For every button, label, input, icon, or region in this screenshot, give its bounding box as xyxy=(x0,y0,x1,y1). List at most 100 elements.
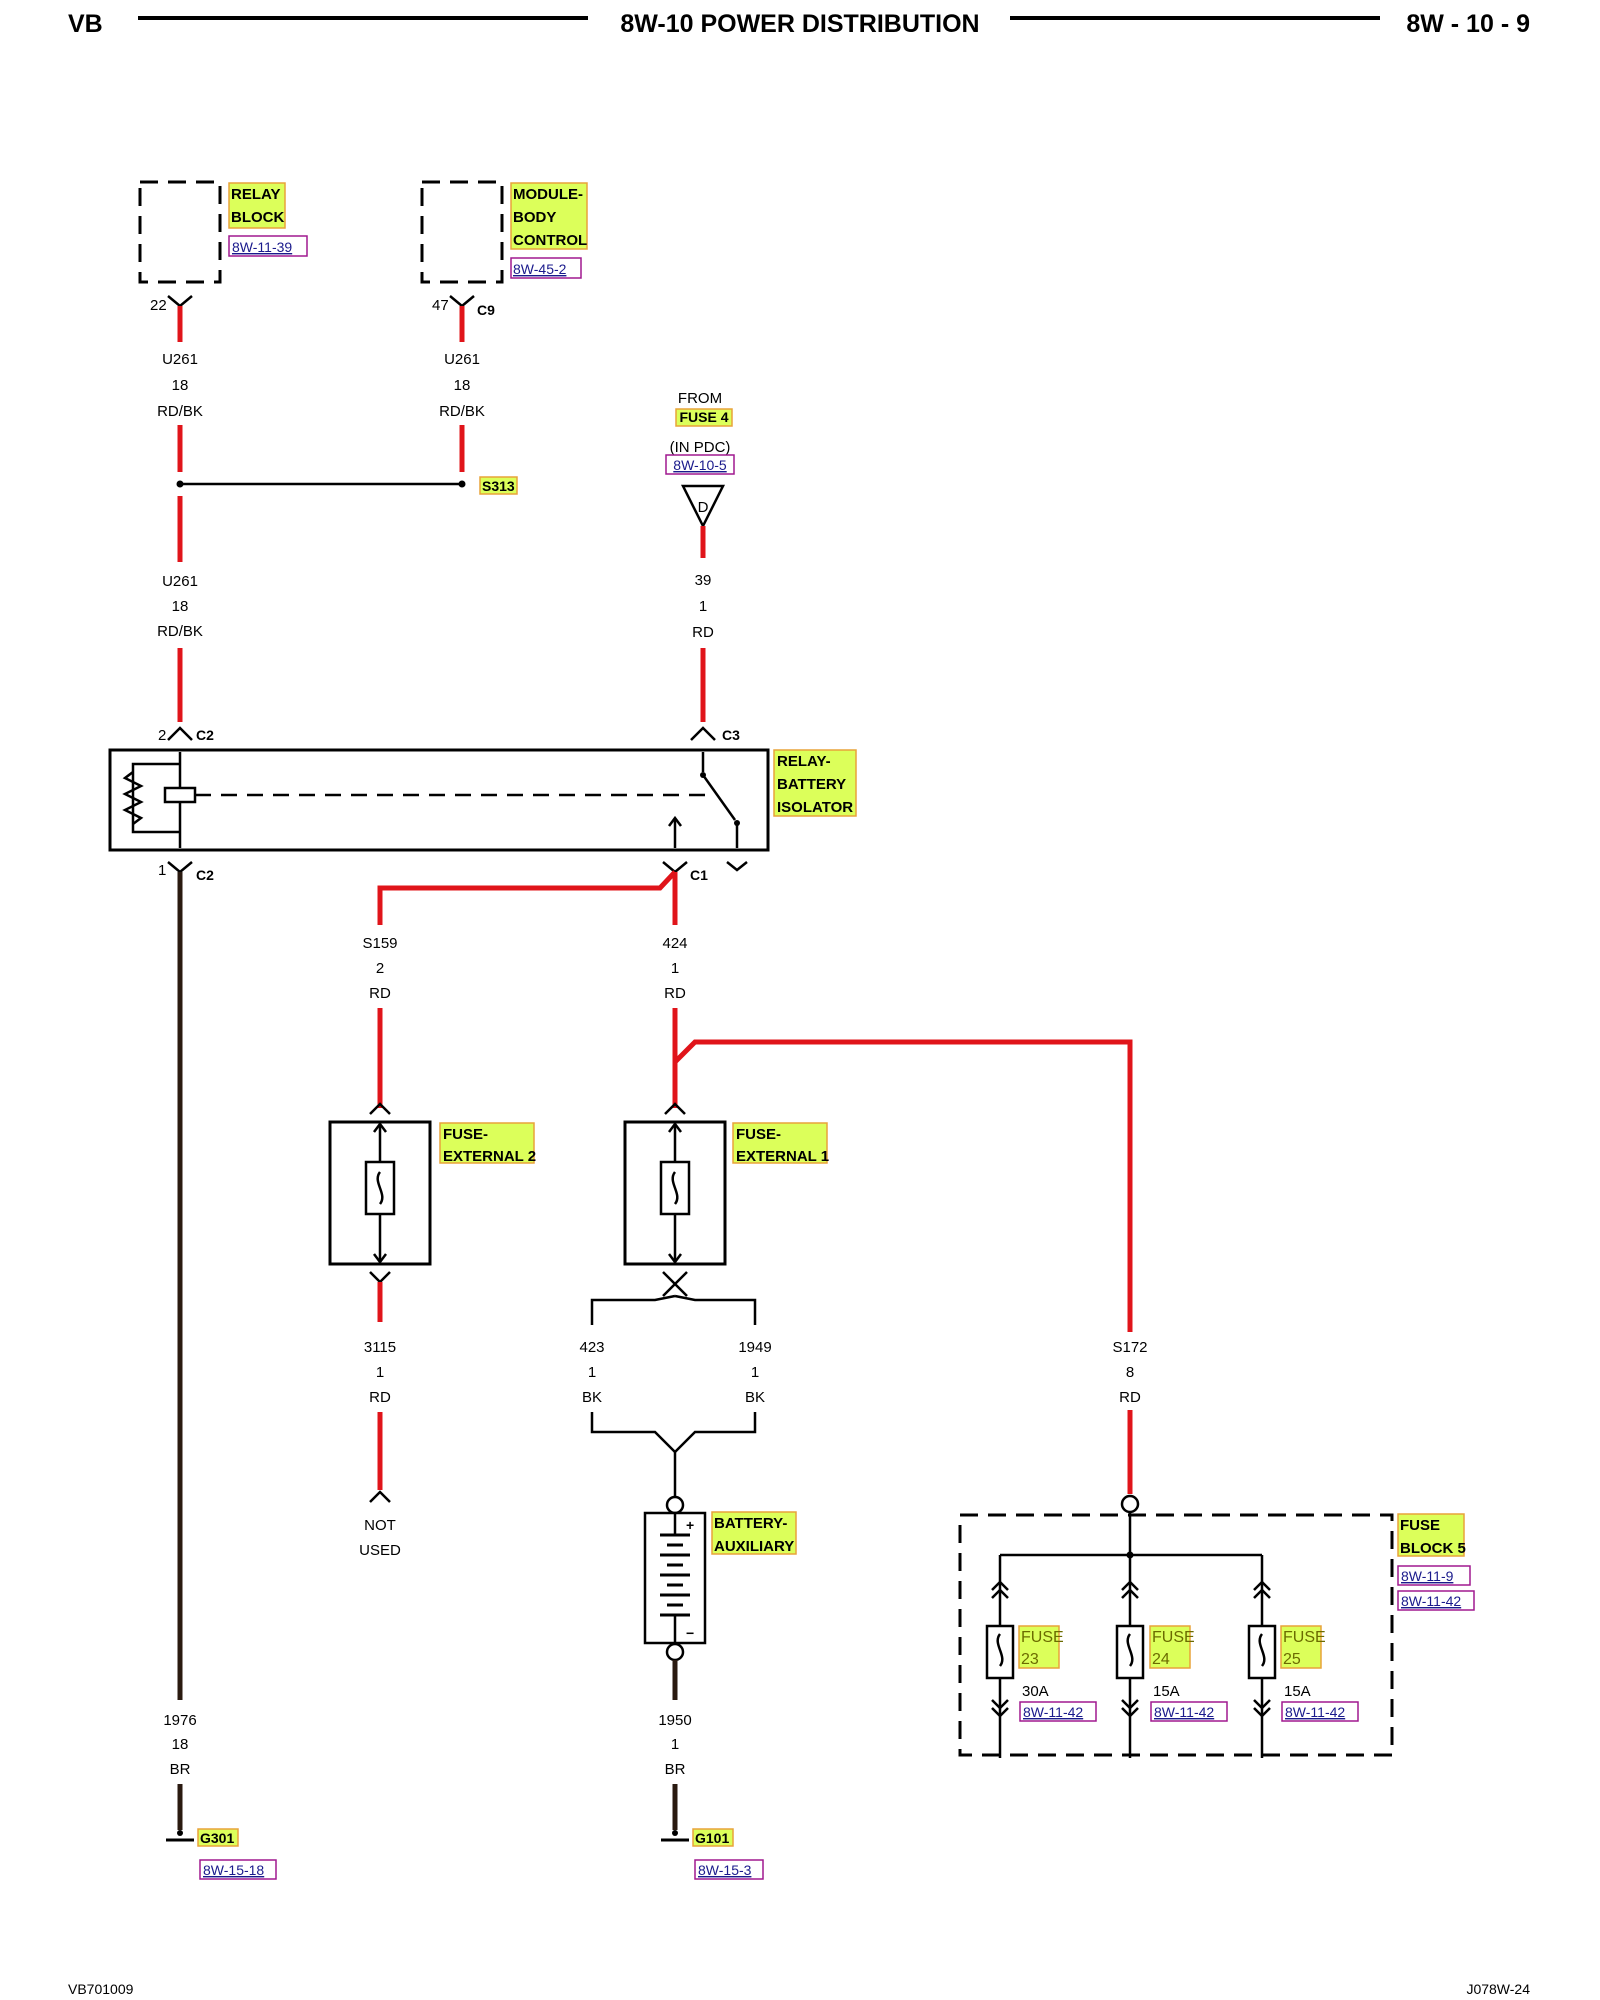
isolator-c1-terminal xyxy=(662,861,688,874)
fuse-ext2-bottom-terminal xyxy=(369,1271,391,1284)
splice-s313-highlight xyxy=(479,476,518,495)
relay-block-ref[interactable]: 8W-11-39 xyxy=(232,239,292,255)
fuse-25-highlight xyxy=(1280,1625,1322,1669)
fuse-external-1[interactable]: FUSE- EXTERNAL 1 xyxy=(623,1102,829,1297)
battery-auxiliary[interactable]: + − BATTERY- AUXILIARY xyxy=(643,1495,797,1662)
ground-g101-ref[interactable]: 8W-15-3 xyxy=(698,1862,752,1878)
fuse-24-highlight xyxy=(1149,1625,1191,1669)
wire-3-circuit: U261 xyxy=(162,573,198,590)
ground-g101-point xyxy=(672,1830,678,1836)
fuse-24-link xyxy=(1126,1633,1134,1667)
isolator-switch-blade xyxy=(701,774,737,821)
fuse-23-highlight xyxy=(1018,1625,1060,1669)
ground-g101-label: G101 xyxy=(695,1830,729,1846)
inline-connector-letter: D xyxy=(698,499,709,516)
fuse-block-5-ref-2[interactable]: 8W-11-42 xyxy=(1401,1593,1461,1609)
fuse-24-ref[interactable]: 8W-11-42 xyxy=(1154,1704,1214,1720)
splice-s313: S313 xyxy=(482,478,515,494)
fuse-external-2[interactable]: FUSE- EXTERNAL 2 xyxy=(328,1102,536,1284)
fuse-block-5-label-1: FUSE xyxy=(1400,1517,1440,1534)
wire-12-circuit: 1950 xyxy=(658,1712,691,1729)
battery-negative-post xyxy=(665,1642,685,1662)
header-title: 8W-10 POWER DISTRIBUTION xyxy=(620,10,979,38)
fuse-ext2-highlight xyxy=(439,1122,535,1164)
from-fuse-ref[interactable]: 8W-10-5 xyxy=(673,457,727,473)
wire-8-color: BK xyxy=(582,1389,602,1406)
isolator-arrow xyxy=(668,815,682,827)
wire-9-color: BK xyxy=(745,1389,765,1406)
fuse-ext1-split-terminal xyxy=(662,1271,688,1297)
fuse-23-ref[interactable]: 8W-11-42 xyxy=(1023,1704,1083,1720)
page-header: VB 8W-10 POWER DISTRIBUTION 8W - 10 - 9 xyxy=(68,10,1530,38)
wire-11-circuit: 1976 xyxy=(163,1712,196,1729)
page-footer: VB701009 J078W-24 xyxy=(68,1981,1530,1997)
battery-label-1: BATTERY- xyxy=(714,1515,787,1532)
ground-g301-ref[interactable]: 8W-15-18 xyxy=(203,1862,264,1878)
isolator-c2-bottom: C2 xyxy=(196,867,214,883)
wire-2-color: RD/BK xyxy=(439,403,485,420)
fuse-ext1-arrow xyxy=(668,1253,682,1265)
wire-4-circuit: 39 xyxy=(695,572,712,589)
fuse-25-num: 25 xyxy=(1283,1651,1301,1668)
isolator-c2-top-terminal xyxy=(167,726,193,741)
module-body-control-label-2: BODY xyxy=(513,209,556,226)
fuse-ext2-link xyxy=(376,1171,384,1205)
module-body-control-ref[interactable]: 8W-45-2 xyxy=(513,261,567,277)
fuse-ext1-arrow xyxy=(668,1121,682,1133)
fuse-25-amps: 15A xyxy=(1284,1683,1311,1700)
wire-6-gauge: 1 xyxy=(671,960,679,977)
wire-6-circuit: 424 xyxy=(662,935,687,952)
isolator-c3: C3 xyxy=(722,727,740,743)
inline-connector-triangle xyxy=(680,484,726,529)
fuse-ext2-arrow xyxy=(373,1121,387,1133)
fuse-24-label: FUSE xyxy=(1152,1629,1195,1646)
module-body-control[interactable]: MODULE- BODY CONTROL 8W-45-2 47 C9 xyxy=(420,180,588,318)
fuse-block-bus-node xyxy=(1126,1551,1134,1559)
connector-c9: C9 xyxy=(477,302,495,318)
fuse-23-amps: 30A xyxy=(1022,1683,1049,1700)
fuse-block-5[interactable]: S172 8 RD FUSE 23 30A 8W-11-42 FUSE 24 1… xyxy=(958,1335,1475,1758)
wire-9-circuit: 1949 xyxy=(738,1339,771,1356)
fuse-23-num: 23 xyxy=(1021,1651,1039,1668)
fuse-24-num: 24 xyxy=(1152,1651,1170,1668)
ground-g101-ref-box xyxy=(694,1859,764,1880)
fuse-ext2-arrow xyxy=(373,1253,387,1265)
fuse-ext1-label-2: EXTERNAL 1 xyxy=(736,1148,829,1165)
fuse-24-top-terminal xyxy=(1121,1580,1139,1599)
module-body-control-highlight xyxy=(510,182,588,250)
ground-g101-branch: 1950 1 BR G101 8W-15-3 xyxy=(658,1660,764,1880)
battery-positive-post xyxy=(665,1495,685,1515)
relay-block-outline xyxy=(138,180,222,284)
relay-block-ref-box xyxy=(228,235,308,257)
isolator-resistor xyxy=(122,771,144,825)
relay-battery-isolator[interactable]: 2 C2 C3 RELAY- BATTERY ISOLATOR 1 C2 C1 xyxy=(108,726,857,883)
fuse-25-ref[interactable]: 8W-11-42 xyxy=(1285,1704,1345,1720)
fuse-ext1-top-terminal xyxy=(664,1102,686,1115)
module-body-control-outline xyxy=(420,180,504,284)
fuse-block-5-ref-1[interactable]: 8W-11-9 xyxy=(1401,1568,1454,1584)
fuse-block-5-ref2-box xyxy=(1397,1590,1475,1611)
isolator-label-1: RELAY- xyxy=(777,753,831,770)
wire-6-color: RD xyxy=(664,985,686,1002)
fuse-23-top-terminal xyxy=(991,1580,1009,1599)
fuse-block-5-highlight xyxy=(1397,1513,1465,1557)
ground-g301-branch: 1976 18 BR G301 8W-15-18 xyxy=(163,872,277,1880)
wire-group-u261: U261 18 RD/BK U261 18 RD/BK S313 U261 18… xyxy=(157,306,518,722)
fuse-24-bottom-terminal xyxy=(1121,1699,1139,1718)
ground-g301-label: G301 xyxy=(200,1830,234,1846)
wire-7-color: RD xyxy=(369,1389,391,1406)
battery-branch: 423 1 BK 1949 1 BK xyxy=(579,1294,772,1496)
wire-3-color: RD/BK xyxy=(157,623,203,640)
battery-plus: + xyxy=(686,1517,694,1533)
wire-5-gauge: 2 xyxy=(376,960,384,977)
wire-7-gauge: 1 xyxy=(376,1364,384,1381)
fuse-24-amps: 15A xyxy=(1153,1683,1180,1700)
not-used-label-2: USED xyxy=(359,1542,401,1559)
footer-right: J078W-24 xyxy=(1466,1981,1530,1997)
wire-s159-route xyxy=(377,870,677,925)
battery-highlight xyxy=(711,1511,797,1555)
isolator-c1: C1 xyxy=(690,867,708,883)
relay-block[interactable]: RELAY BLOCK 8W-11-39 22 xyxy=(138,180,308,314)
isolator-open-terminal xyxy=(726,861,748,872)
isolator-highlight xyxy=(773,749,857,817)
